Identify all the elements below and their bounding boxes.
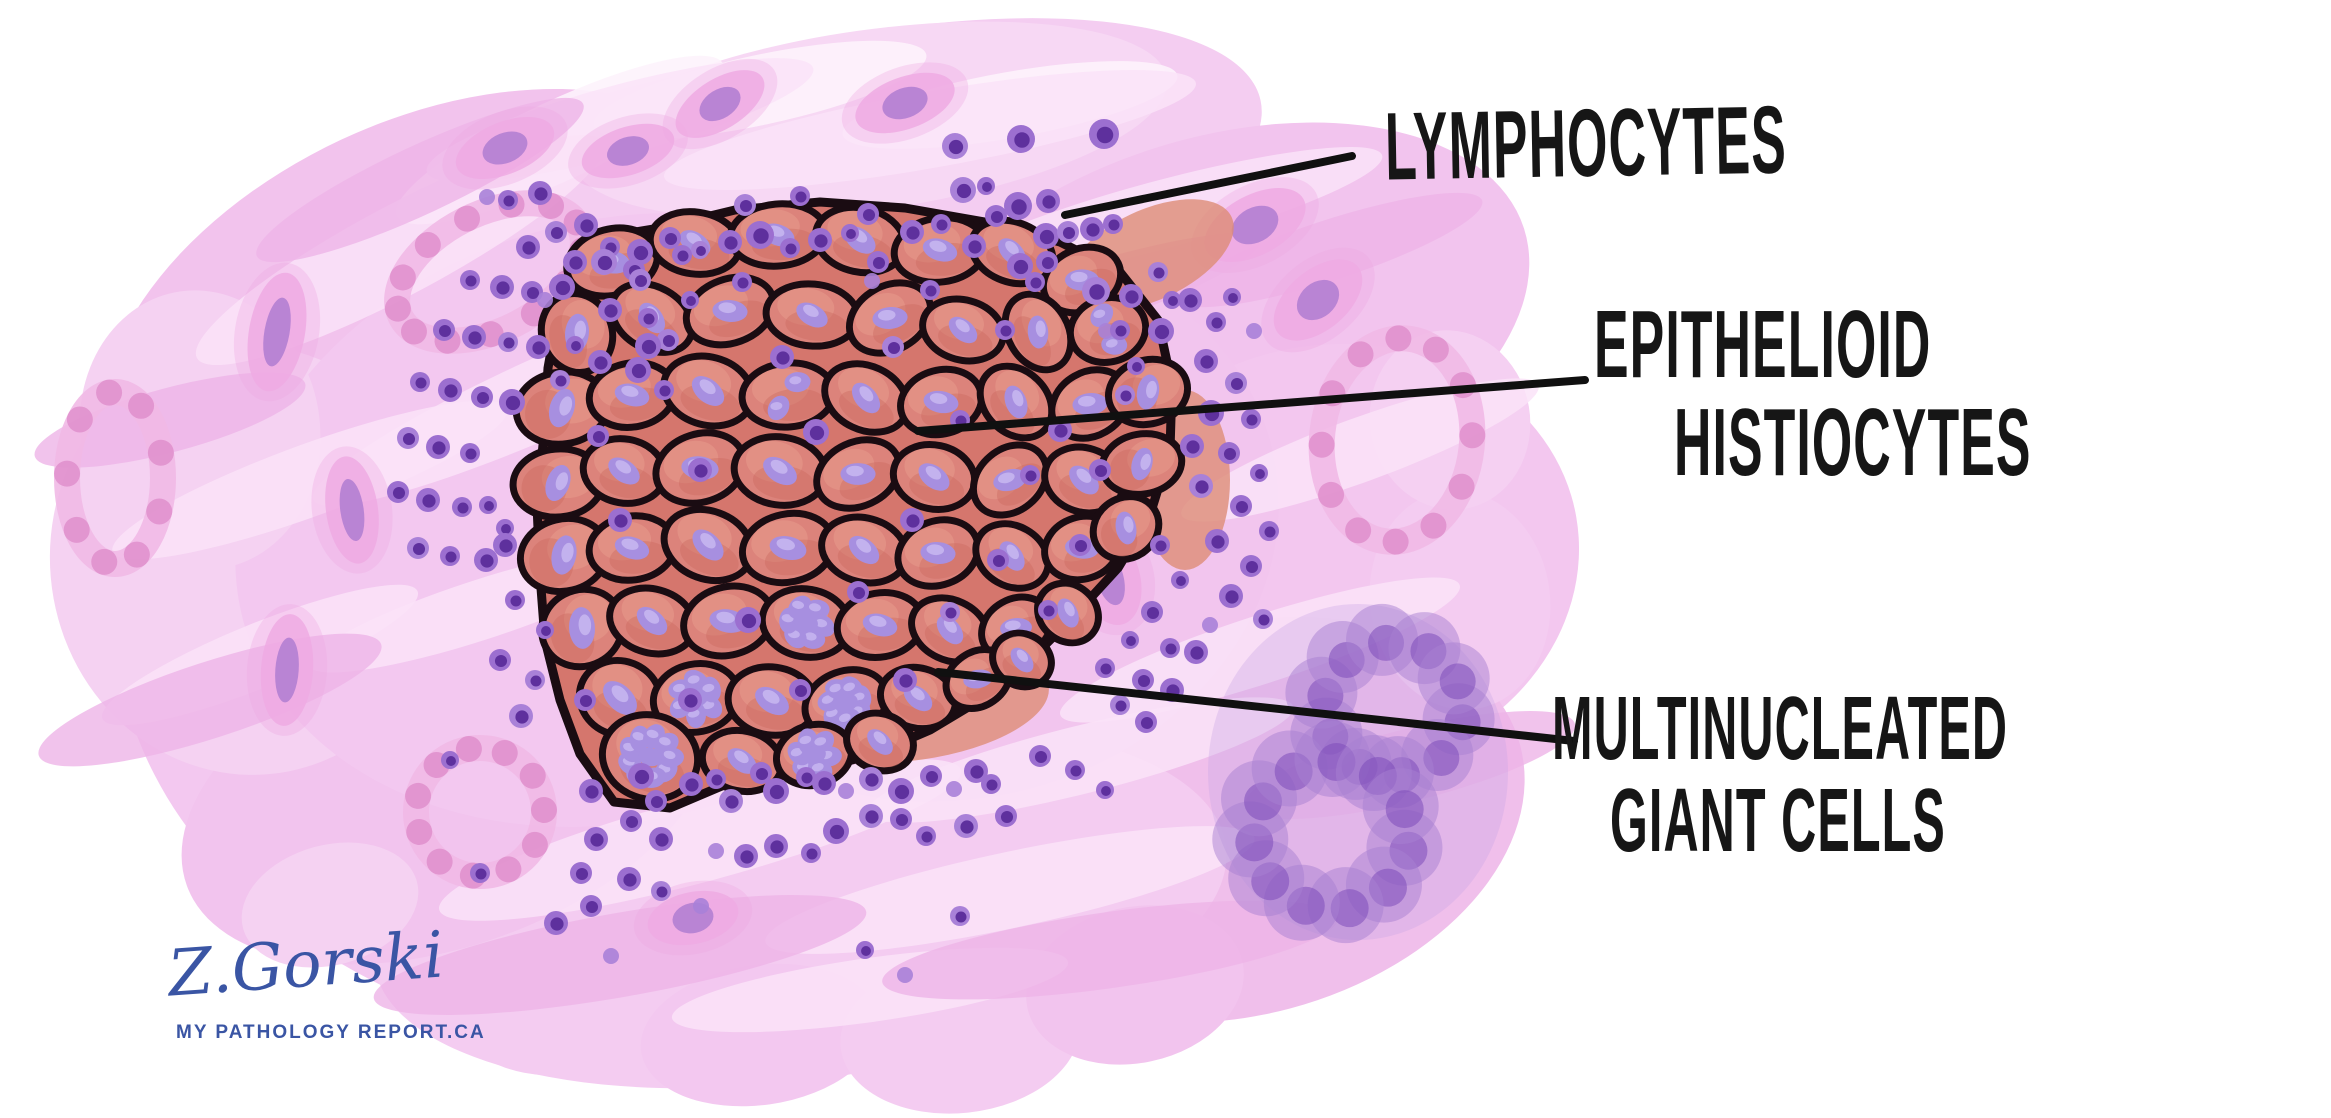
spindle-cells [233, 58, 1375, 956]
website-credit: MY PATHOLOGY REPORT.CA [176, 1022, 486, 1043]
label-giant-line1: MULTINUCLEATED [1552, 679, 2009, 779]
label-lymphocytes: LYMPHOCYTES [1384, 86, 2130, 201]
label-epithelioid-line2: HISTIOCYTES [1674, 388, 2032, 496]
label-multinucleated-giant-cells: MULTINUCLEATED GIANT CELLS [1552, 679, 2331, 871]
leader-lines [914, 152, 1589, 745]
label-giant-line2: GIANT CELLS [1610, 770, 1946, 871]
label-epithelioid-line1: EPITHELIOID [1594, 291, 1932, 398]
lymphocyte-dots [387, 119, 1279, 983]
label-epithelioid-histiocytes: EPITHELIOID HISTIOCYTES [1594, 296, 2331, 492]
label-lymphocytes-text: LYMPHOCYTES [1384, 86, 1788, 201]
vessel-rings [54, 190, 1486, 889]
